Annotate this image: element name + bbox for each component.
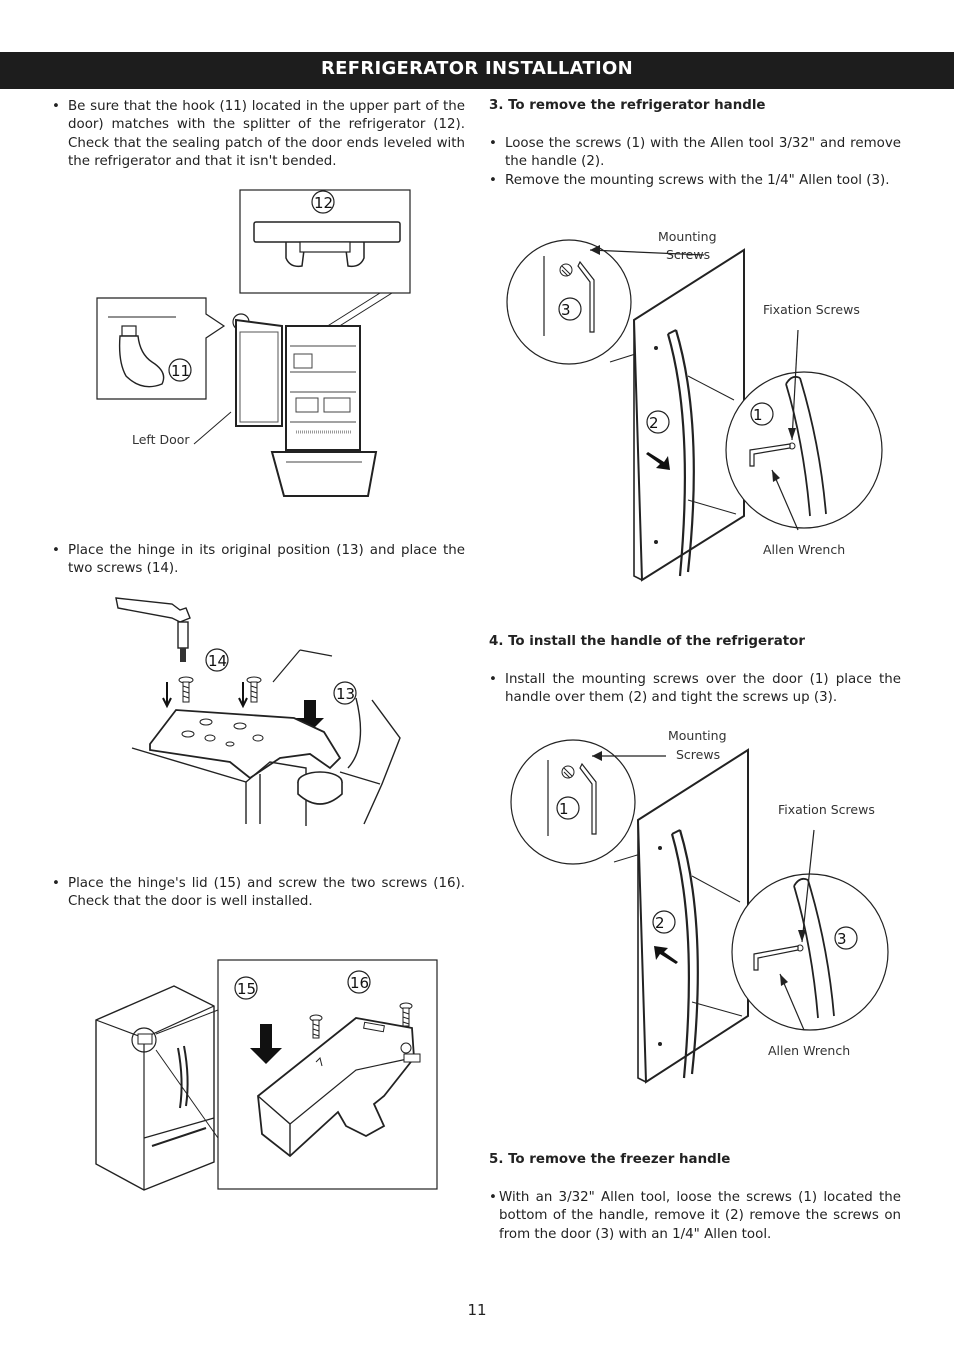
label-mounting-screws: Mounting — [668, 728, 727, 743]
label-allen-wrench: Allen Wrench — [768, 1043, 850, 1058]
hook-splitter-figure: 12 11 Left Door — [96, 189, 411, 497]
hinge-instruction-text: Place the hinge in its original position… — [68, 543, 465, 577]
section4-bullet-1-text: Install the mounting screws over the doo… — [505, 672, 901, 706]
section3-bullet-2-text: Remove the mounting screws with the 1/4"… — [505, 173, 890, 188]
bullet-marker: • — [52, 99, 60, 114]
label-fixation-screws: Fixation Screws — [778, 802, 875, 817]
install-handle-figure: Mounting Screws Fixation Screws Allen Wr… — [510, 728, 889, 1084]
label-fixation-screws: Fixation Screws — [763, 302, 860, 317]
section4-heading: 4. To install the handle of the refriger… — [489, 634, 805, 649]
section3-bullet-1-text: Loose the screws (1) with the Allen tool… — [505, 136, 901, 170]
section3-bullet-1: • Loose the screws (1) with the Allen to… — [489, 135, 901, 172]
bullet-marker: • — [489, 1190, 497, 1205]
bullet-marker: • — [489, 173, 497, 188]
page-title: REFRIGERATOR INSTALLATION — [320, 58, 634, 79]
callout-12: 12 — [314, 194, 333, 212]
section-header-bar: REFRIGERATOR INSTALLATION — [0, 52, 954, 89]
label-allen-wrench: Allen Wrench — [763, 542, 845, 557]
bullet-marker: • — [489, 672, 497, 687]
section5-text: • With an 3/32" Allen tool, loose the sc… — [489, 1189, 901, 1244]
section3-heading: 3. To remove the refrigerator handle — [489, 98, 766, 113]
callout-1: 1 — [753, 406, 763, 424]
page-number: 11 — [467, 1301, 487, 1319]
remove-handle-figure: Mounting Screws Fixation Screws Allen Wr… — [506, 229, 883, 582]
hinge-lid-figure: 15 16 — [95, 959, 438, 1191]
callout-11: 11 — [171, 362, 190, 380]
callout-3: 3 — [837, 930, 847, 948]
callout-1: 1 — [559, 800, 569, 818]
bullet-marker: • — [52, 543, 60, 558]
callout-2: 2 — [655, 914, 665, 932]
section4-bullet-1: • Install the mounting screws over the d… — [489, 671, 901, 708]
label-mounting-screws: Mounting — [658, 229, 717, 244]
callout-16: 16 — [350, 974, 369, 992]
callout-14: 14 — [208, 652, 227, 670]
hinge-figure: 14 13 — [115, 597, 401, 826]
section5-text-body: With an 3/32" Allen tool, loose the scre… — [499, 1190, 901, 1242]
callout-2: 2 — [649, 414, 659, 432]
label-mounting-screws-2: Screws — [676, 747, 720, 762]
callout-3: 3 — [561, 301, 571, 319]
section5-heading: 5. To remove the freezer handle — [489, 1152, 731, 1167]
lid-instruction-text: Place the hinge's lid (15) and screw the… — [68, 876, 465, 910]
bullet-marker: • — [52, 876, 60, 891]
callout-13: 13 — [336, 685, 355, 703]
callout-15: 15 — [237, 980, 256, 998]
lid-instruction: • Place the hinge's lid (15) and screw t… — [52, 875, 465, 912]
label-left-door: Left Door — [132, 432, 190, 447]
hook-instruction-text: Be sure that the hook (11) located in th… — [68, 99, 465, 170]
hook-instruction: • Be sure that the hook (11) located in … — [52, 98, 465, 172]
hinge-instruction: • Place the hinge in its original positi… — [52, 542, 465, 579]
bullet-marker: • — [489, 136, 497, 151]
section3-bullet-2: • Remove the mounting screws with the 1/… — [489, 172, 901, 190]
